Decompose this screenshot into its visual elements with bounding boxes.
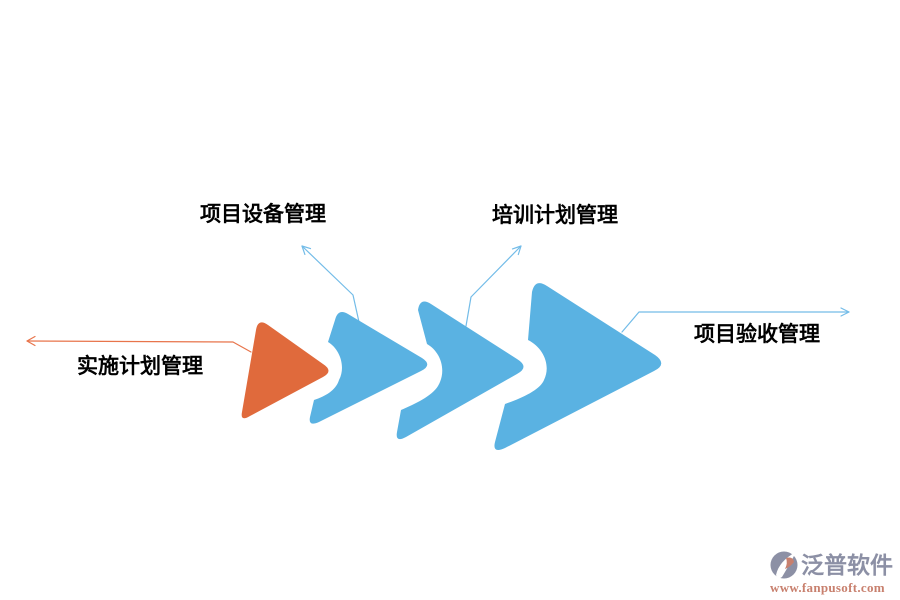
arrow-shape-acceptance (494, 283, 662, 450)
brand-url: www.fanpusoft.com (770, 580, 885, 595)
label-project-acceptance: 项目验收管理 (694, 323, 820, 346)
leader-arrowhead-acceptance-icon (840, 307, 850, 317)
arrow-shape-training (396, 301, 524, 440)
arrow-shapes (241, 283, 662, 450)
leader-arrowhead-training-icon (511, 245, 522, 256)
label-implementation-plan: 实施计划管理 (77, 355, 203, 378)
arrow-shape-implementation (241, 322, 329, 419)
label-project-equipment: 项目设备管理 (200, 203, 326, 226)
brand-name: 泛普软件 (801, 552, 893, 578)
label-training-plan: 培训计划管理 (492, 204, 618, 227)
leader-arrowhead-implementation-icon (26, 335, 36, 347)
leader-line-training (465, 245, 522, 327)
watermark: 泛普软件 www.fanpusoft.com (770, 550, 894, 596)
arrow-shape-equipment (309, 312, 428, 424)
fanpu-logo-icon (770, 551, 798, 579)
leader-line-equipment (301, 245, 360, 323)
leader-lines (26, 245, 850, 353)
leader-arrowhead-equipment-icon (301, 245, 312, 255)
leader-line-implementation (26, 340, 252, 353)
leader-line-acceptance (621, 311, 850, 333)
